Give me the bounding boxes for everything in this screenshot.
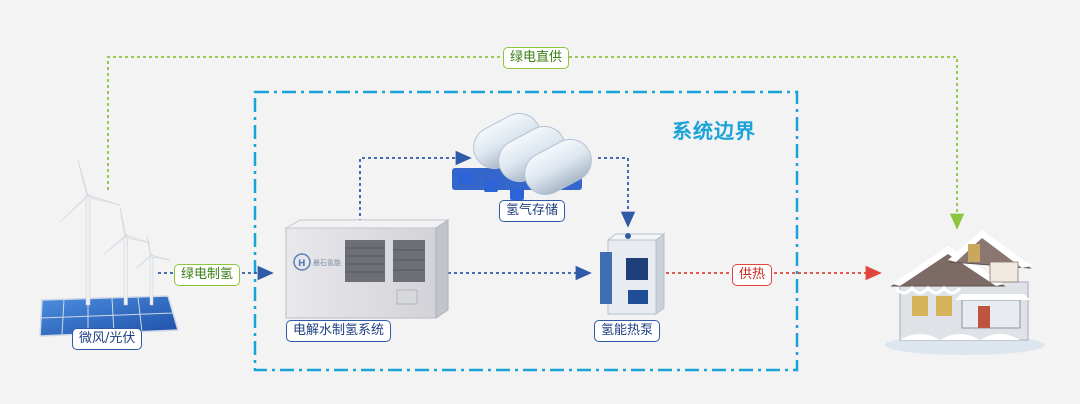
system-boundary bbox=[253, 90, 799, 372]
to-storage-line bbox=[359, 150, 472, 222]
electrolyzer-unit-icon: H 晨石氢能 bbox=[284, 219, 450, 319]
storage-to-heatpump-line bbox=[598, 157, 636, 228]
green-direct-line bbox=[107, 56, 965, 230]
heat-supply-label: 供热 bbox=[732, 264, 773, 286]
heat-pump-icon bbox=[600, 233, 666, 315]
svg-text:H: H bbox=[298, 259, 306, 269]
source-node-label: 微风/光伏 bbox=[72, 328, 143, 350]
house-icon bbox=[885, 230, 1045, 355]
wind-turbine-icon bbox=[59, 159, 171, 306]
storage-node-label: 氢气存储 bbox=[499, 200, 566, 222]
heatpump-node-label: 氢能热泵 bbox=[594, 320, 661, 342]
electrolyzer-node-label: 电解水制氢系统 bbox=[286, 320, 392, 342]
electrolyzer-brand: 晨石氢能 bbox=[313, 258, 341, 267]
green-direct-supply-label: 绿电直供 bbox=[503, 47, 570, 69]
green-hydrogen-label: 绿电制氢 bbox=[174, 264, 241, 286]
hydrogen-tanks-icon bbox=[452, 112, 592, 200]
system-boundary-title: 系统边界 bbox=[672, 119, 756, 143]
